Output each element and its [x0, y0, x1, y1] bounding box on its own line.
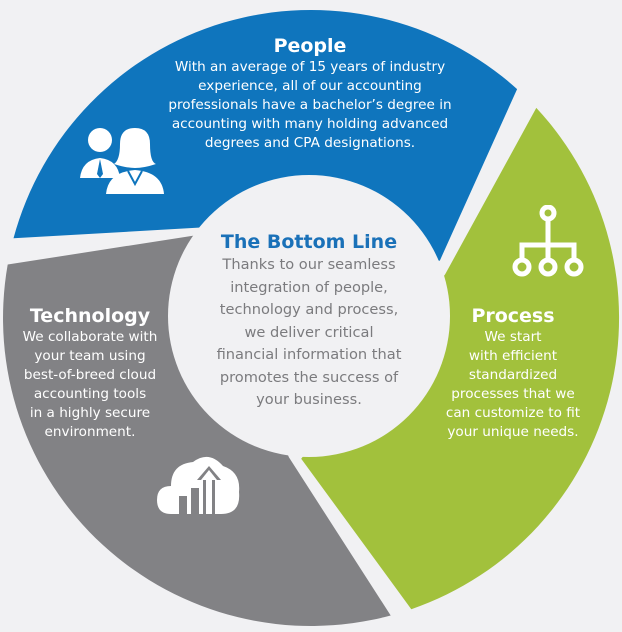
center-hub	[168, 175, 450, 457]
technology-text-line: best-of-breed cloud	[23, 367, 157, 383]
technology-text-line: We collaborate with	[22, 329, 158, 345]
process-text-line: with efficient	[468, 348, 558, 364]
cloud-growth-icon	[157, 456, 240, 514]
technology-text-line: accounting tools	[33, 386, 147, 402]
people-text-line: experience, all of our accounting	[198, 78, 422, 94]
people-icon	[80, 128, 164, 194]
center-text-line: your business.	[256, 391, 362, 408]
people-text-line: professionals have a bachelor’s degree i…	[168, 97, 452, 113]
process-text-line: processes that we	[451, 386, 575, 402]
process-text-line: We start	[484, 329, 542, 345]
technology-text-line: in a highly secure	[29, 405, 151, 421]
technology-section: Technology We collaborate with your team…	[0, 304, 180, 442]
hierarchy-icon	[512, 205, 584, 277]
center-title: The Bottom Line	[220, 231, 398, 253]
technology-segment	[3, 235, 391, 626]
people-text-line: With an average of 15 years of industry	[174, 59, 446, 75]
process-text-line: can customize to fit	[445, 405, 581, 421]
center-text-line: promotes the success of	[219, 368, 399, 386]
people-text-line: degrees and CPA designations.	[204, 135, 416, 151]
technology-text-line: environment.	[44, 424, 136, 440]
people-section: People With an average of 15 years of in…	[110, 34, 510, 153]
center-text-line: we deliver critical	[244, 323, 374, 341]
process-title: Process	[471, 305, 555, 327]
people-title: People	[273, 35, 347, 57]
process-text-line: your unique needs.	[447, 424, 579, 440]
center-section: The Bottom Line Thanks to our seamless i…	[169, 230, 449, 412]
center-text-line: technology and process,	[219, 301, 399, 318]
process-section: Process We start with efficient standard…	[423, 304, 603, 442]
technology-text-line: your team using	[34, 348, 146, 364]
center-text-line: Thanks to our seamless	[222, 256, 396, 273]
process-text-line: standardized	[468, 367, 558, 383]
process-segment	[301, 107, 620, 610]
center-text-line: financial information that	[216, 346, 402, 363]
people-text-line: accounting with many holding advanced	[171, 116, 449, 132]
people-segment	[13, 9, 518, 261]
center-text-line: integration of people,	[230, 278, 388, 296]
technology-title: Technology	[29, 305, 151, 327]
